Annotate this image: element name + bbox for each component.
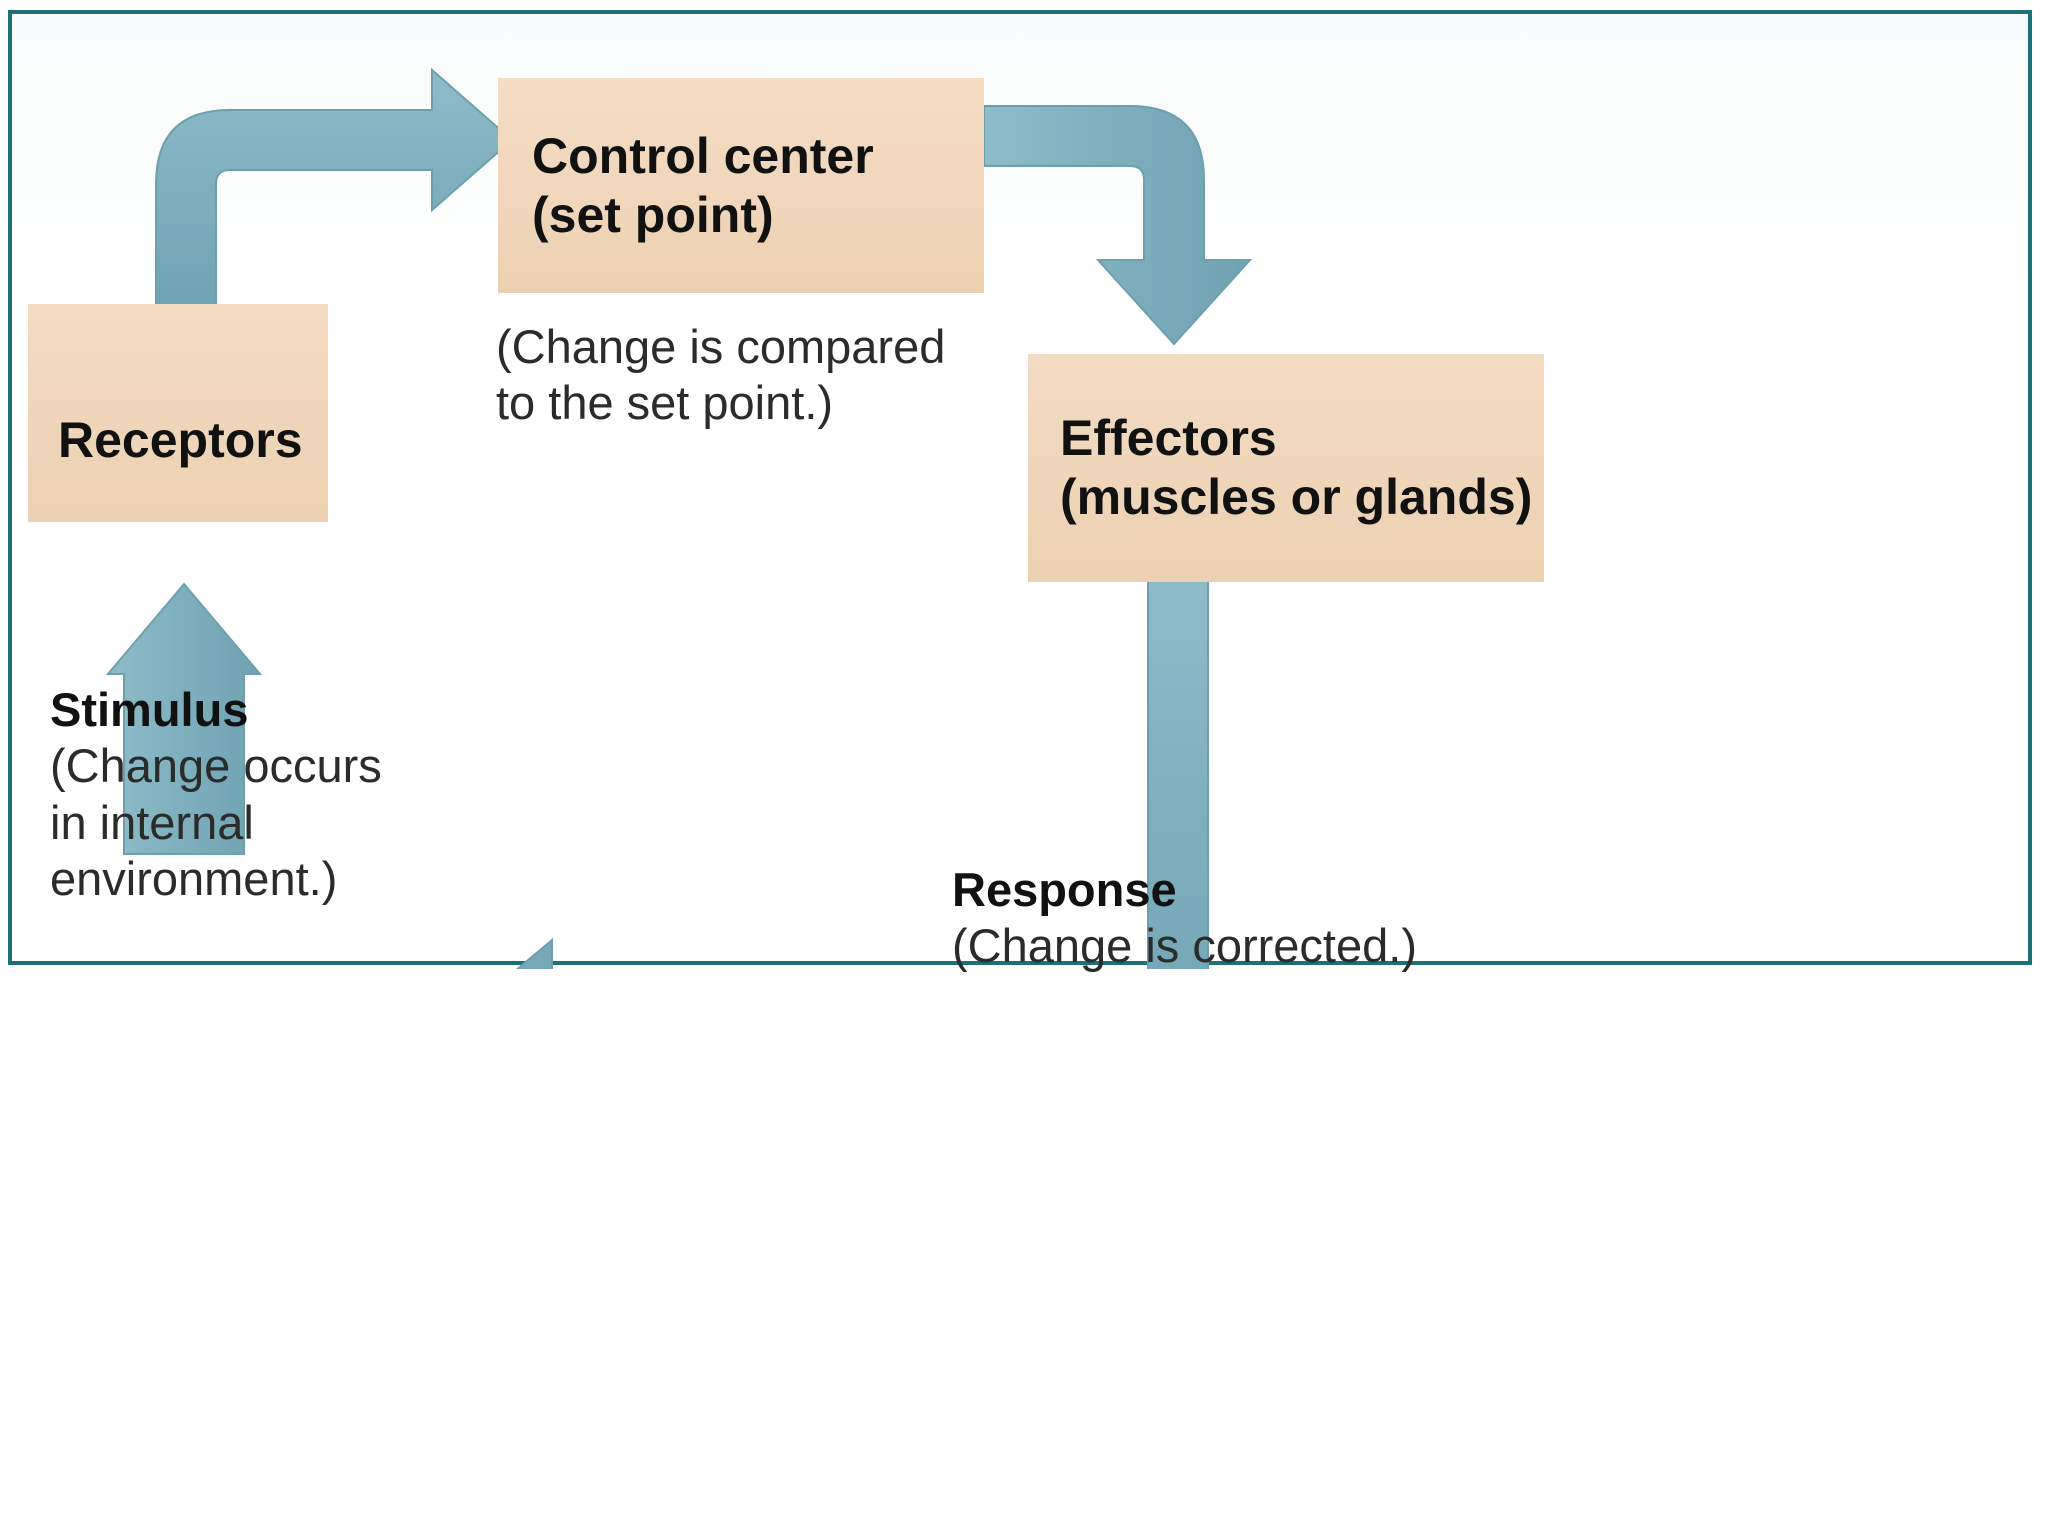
node-control-center: Control center (set point) [498, 78, 984, 293]
node-effectors: Effectors (muscles or glands) [1028, 354, 1544, 582]
effectors-label-line2: (muscles or glands) [1060, 469, 1533, 525]
caption-response: Response (Change is corrected.) [952, 862, 1417, 975]
effectors-label-line1: Effectors [1060, 410, 1277, 466]
control-center-label-line1: Control center [532, 127, 874, 184]
arrow-control-center-to-effectors [983, 105, 1253, 346]
arrow-receptors-to-control-center [155, 67, 514, 315]
receptors-label: Receptors [58, 412, 303, 468]
control-center-label-line2: (set point) [532, 186, 774, 243]
caption-stimulus-line3: environment.) [50, 852, 338, 906]
stimulus-heading: Stimulus [50, 683, 249, 736]
response-heading: Response [952, 863, 1177, 916]
caption-stimulus: Stimulus (Change occurs in internal envi… [50, 682, 382, 908]
figure-frame: Control center (set point) Receptors Eff… [8, 10, 2032, 972]
caption-response-line1: (Change is corrected.) [952, 919, 1417, 973]
node-receptors: Receptors [28, 304, 328, 522]
caption-set-point-line1: (Change is compared [496, 320, 946, 373]
caption-set-point: (Change is compared to the set point.) [496, 319, 945, 432]
caption-stimulus-line1: (Change occurs [50, 739, 382, 793]
caption-set-point-line2: to the set point.) [496, 376, 834, 430]
caption-stimulus-line2: in internal [50, 795, 254, 849]
